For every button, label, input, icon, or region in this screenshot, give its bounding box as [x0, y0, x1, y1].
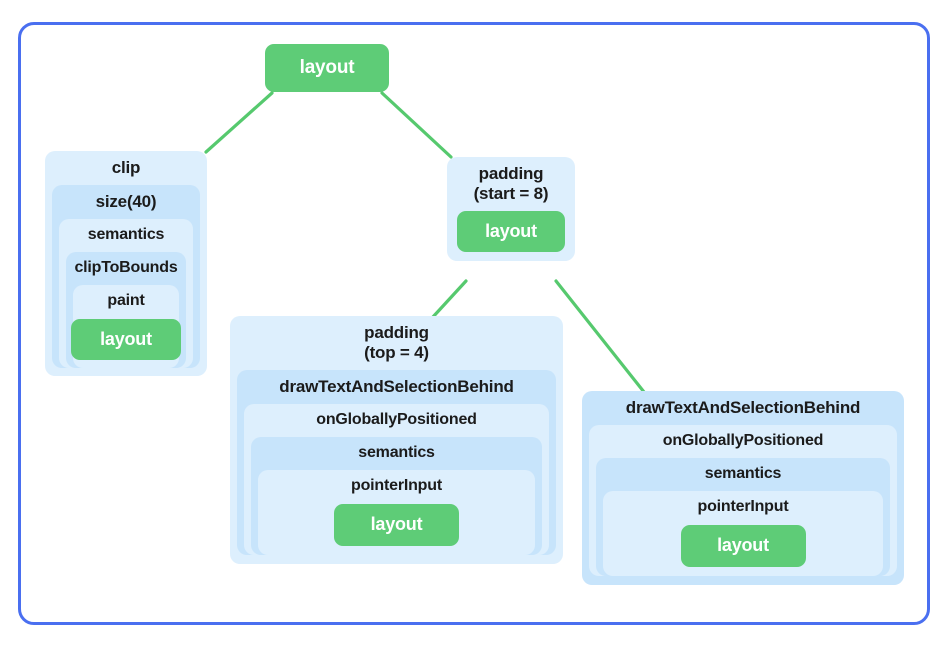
node-label-onglobally-middle: onGloballyPositioned: [316, 411, 477, 429]
node-leaf-layout-middle[interactable]: layout: [334, 503, 459, 546]
node-padding-start[interactable]: padding (start = 8) layout: [447, 157, 575, 262]
node-padding-top[interactable]: padding (top = 4) drawTextAndSelectionBe…: [230, 316, 563, 564]
node-clip[interactable]: clip size(40) semantics clipToBounds pai…: [45, 151, 207, 376]
node-drawtextandselectionbehind-middle[interactable]: drawTextAndSelectionBehind onGloballyPos…: [237, 370, 556, 555]
node-label: layout: [299, 57, 355, 78]
node-label-size40: size(40): [95, 192, 157, 212]
node-leaf-layout-clip[interactable]: layout: [71, 318, 181, 360]
node-label: layout: [100, 328, 152, 349]
node-ongloballypositioned-right[interactable]: onGloballyPositioned semantics pointerIn…: [589, 425, 897, 576]
node-pointerinput-middle[interactable]: pointerInput layout: [258, 469, 535, 555]
node-semantics-right[interactable]: semantics pointerInput layout: [596, 457, 890, 576]
node-semantics-middle[interactable]: semantics pointerInput layout: [251, 437, 542, 555]
node-label: layout: [485, 221, 537, 242]
node-semantics[interactable]: semantics clipToBounds paint layout: [59, 219, 193, 368]
node-right-drawtextandselectionbehind[interactable]: drawTextAndSelectionBehind onGloballyPos…: [582, 391, 904, 585]
node-label-semantics-middle: semantics: [358, 444, 435, 462]
node-label-padding-start: padding (start = 8): [473, 164, 549, 204]
node-label-drawtext-right: drawTextAndSelectionBehind: [625, 398, 861, 417]
node-cliptobounds[interactable]: clipToBounds paint layout: [66, 251, 186, 368]
node-pointerinput-right[interactable]: pointerInput layout: [603, 490, 883, 576]
node-label-semantics-right: semantics: [704, 464, 782, 482]
node-paint[interactable]: paint layout: [71, 284, 181, 368]
node-label-pointerinput-right: pointerInput: [697, 497, 789, 515]
node-ongloballypositioned-middle[interactable]: onGloballyPositioned semantics pointerIn…: [244, 404, 549, 555]
node-label: layout: [370, 514, 423, 535]
node-label-padding-top: padding (top = 4): [364, 323, 429, 363]
node-leaf-layout-padding-start[interactable]: layout: [457, 211, 565, 253]
node-label-onglobally-right: onGloballyPositioned: [662, 432, 824, 450]
node-size40[interactable]: size(40) semantics clipToBounds paint la…: [52, 185, 200, 368]
node-root-layout[interactable]: layout: [265, 44, 389, 92]
node-label-clip: clip: [111, 158, 141, 177]
node-label-drawtext-middle: drawTextAndSelectionBehind: [279, 377, 514, 397]
node-label-pointerinput-middle: pointerInput: [351, 476, 442, 494]
node-label: layout: [717, 535, 769, 556]
node-leaf-layout-right[interactable]: layout: [680, 524, 806, 567]
node-label-cliptobounds: clipToBounds: [74, 258, 178, 276]
node-label-semantics: semantics: [87, 226, 165, 244]
node-label-paint: paint: [107, 291, 145, 309]
